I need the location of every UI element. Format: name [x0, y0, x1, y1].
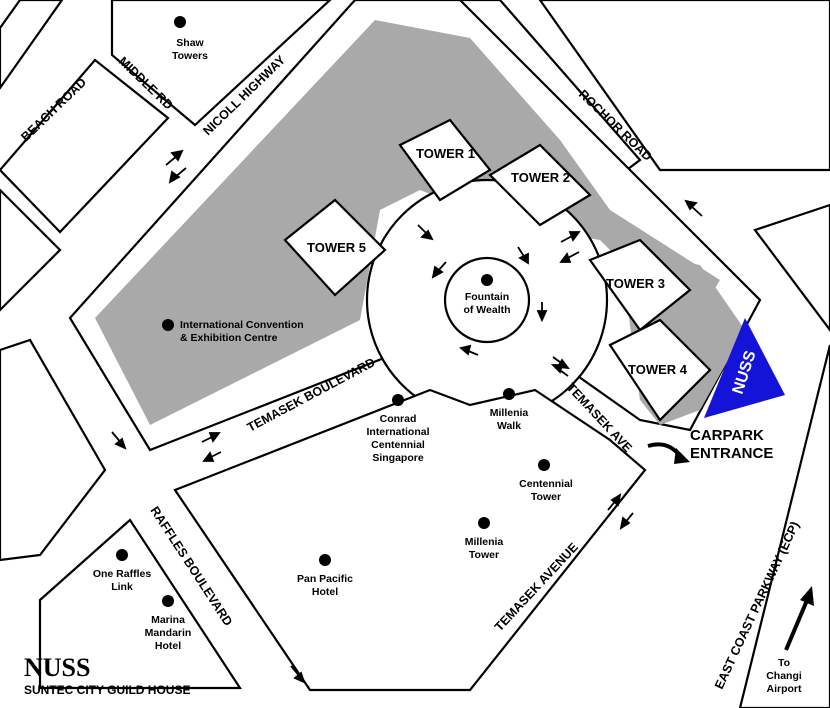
arrow-temasek-blvd-1	[201, 432, 221, 443]
svg-text:Conrad: Conrad	[380, 413, 417, 425]
svg-text:Singapore: Singapore	[372, 452, 424, 464]
arrow-nicoll-in	[165, 149, 184, 166]
changi-arrow-icon	[784, 586, 814, 651]
arrow-round-3	[560, 231, 581, 243]
arrow-round-6	[536, 302, 548, 323]
tower-2: TOWER 2	[488, 143, 592, 227]
block-nicoll-west	[0, 188, 62, 312]
changi-label-2: Changi	[766, 670, 802, 682]
changi-label-3: Airport	[767, 683, 803, 695]
svg-text:& Exhibition Centre: & Exhibition Centre	[180, 332, 278, 344]
svg-text:Hotel: Hotel	[155, 640, 181, 652]
svg-text:Centennial: Centennial	[371, 439, 425, 451]
roundabout-island	[443, 256, 531, 344]
arrow-round-2	[517, 246, 529, 265]
arrow-nicoll-out	[168, 167, 187, 184]
footer-title: NUSS	[24, 653, 90, 682]
carpark-entrance-arrow-icon	[647, 442, 690, 464]
arrow-round-1	[417, 224, 434, 241]
svg-text:Walk: Walk	[497, 420, 521, 432]
svg-text:One Raffles: One Raffles	[93, 568, 152, 580]
svg-text:Towers: Towers	[172, 50, 208, 62]
svg-text:Tower: Tower	[531, 491, 561, 503]
svg-text:Link: Link	[111, 581, 133, 593]
arrow-raffles-2	[290, 665, 306, 684]
block-ecp-east	[753, 203, 830, 332]
block-far-east	[738, 344, 830, 708]
changi-label-1: To	[778, 657, 790, 669]
svg-text:Centennial: Centennial	[519, 478, 573, 490]
carpark-label-2: ENTRANCE	[690, 445, 773, 462]
tower-5-label: TOWER 5	[307, 240, 366, 255]
millenia-tower: Millenia Tower	[465, 517, 504, 561]
arrow-temasek-avenue-2	[619, 512, 634, 530]
fountain-of-wealth: Fountain of Wealth	[463, 274, 511, 316]
carpark-label-1: CARPARK	[690, 427, 764, 444]
svg-text:of Wealth: of Wealth	[463, 304, 510, 316]
arrow-round-4	[559, 251, 580, 263]
tower-2-label: TOWER 2	[511, 170, 570, 185]
block-rochor-east	[538, 0, 830, 172]
arrow-round-7	[459, 344, 479, 356]
arrow-round-5	[431, 261, 447, 279]
block-beach-road-west	[0, 0, 64, 90]
svg-text:Hotel: Hotel	[312, 586, 338, 598]
arrow-round-9	[550, 364, 569, 377]
svg-text:Mandarin: Mandarin	[145, 627, 192, 639]
convention-centre-building	[95, 20, 720, 425]
block-shaw-towers	[110, 0, 332, 127]
arrow-temasek-blvd-2	[202, 451, 222, 462]
block-millenia	[173, 388, 647, 692]
block-beach-middle	[0, 58, 170, 234]
tower-5: TOWER 5	[283, 198, 387, 297]
block-marina	[38, 518, 243, 690]
footer-subtitle: SUNTEC CITY GUILD HOUSE	[24, 683, 190, 697]
nuss-marker: NUSS	[704, 318, 785, 418]
block-raffles-west	[0, 338, 107, 562]
arrow-rochor	[684, 199, 703, 217]
tower-3: TOWER 3	[588, 238, 692, 332]
svg-text:International Convention: International Convention	[180, 319, 304, 331]
centennial-tower: Centennial Tower	[519, 459, 573, 503]
pan-pacific-hotel: Pan Pacific Hotel	[297, 554, 353, 598]
tower-3-label: TOWER 3	[606, 276, 665, 291]
arrow-raffles-1	[111, 431, 127, 450]
conrad-centennial: Conrad International Centennial Singapor…	[366, 394, 430, 464]
arrow-temasek-avenue-1	[607, 493, 622, 511]
svg-text:Tower: Tower	[469, 549, 499, 561]
tower-4: TOWER 4	[608, 318, 712, 422]
tower-1: TOWER 1	[398, 118, 492, 202]
marina-mandarin-hotel: Marina Mandarin Hotel	[145, 595, 192, 652]
svg-text:Millenia: Millenia	[465, 536, 504, 548]
millenia-walk: Millenia Walk	[490, 388, 529, 432]
svg-text:Marina: Marina	[151, 614, 185, 626]
svg-text:Pan Pacific: Pan Pacific	[297, 573, 353, 585]
svg-text:Fountain: Fountain	[465, 291, 509, 303]
one-raffles-link: One Raffles Link	[93, 549, 152, 593]
svg-text:International: International	[366, 426, 429, 438]
traffic-arrows	[111, 149, 703, 684]
tower-4-label: TOWER 4	[628, 362, 688, 377]
convention-centre: International Convention & Exhibition Ce…	[162, 319, 304, 344]
tower-1-label: TOWER 1	[416, 146, 475, 161]
shaw-towers: Shaw Towers	[172, 16, 208, 62]
svg-text:Millenia: Millenia	[490, 407, 529, 419]
svg-text:Shaw: Shaw	[176, 37, 204, 49]
